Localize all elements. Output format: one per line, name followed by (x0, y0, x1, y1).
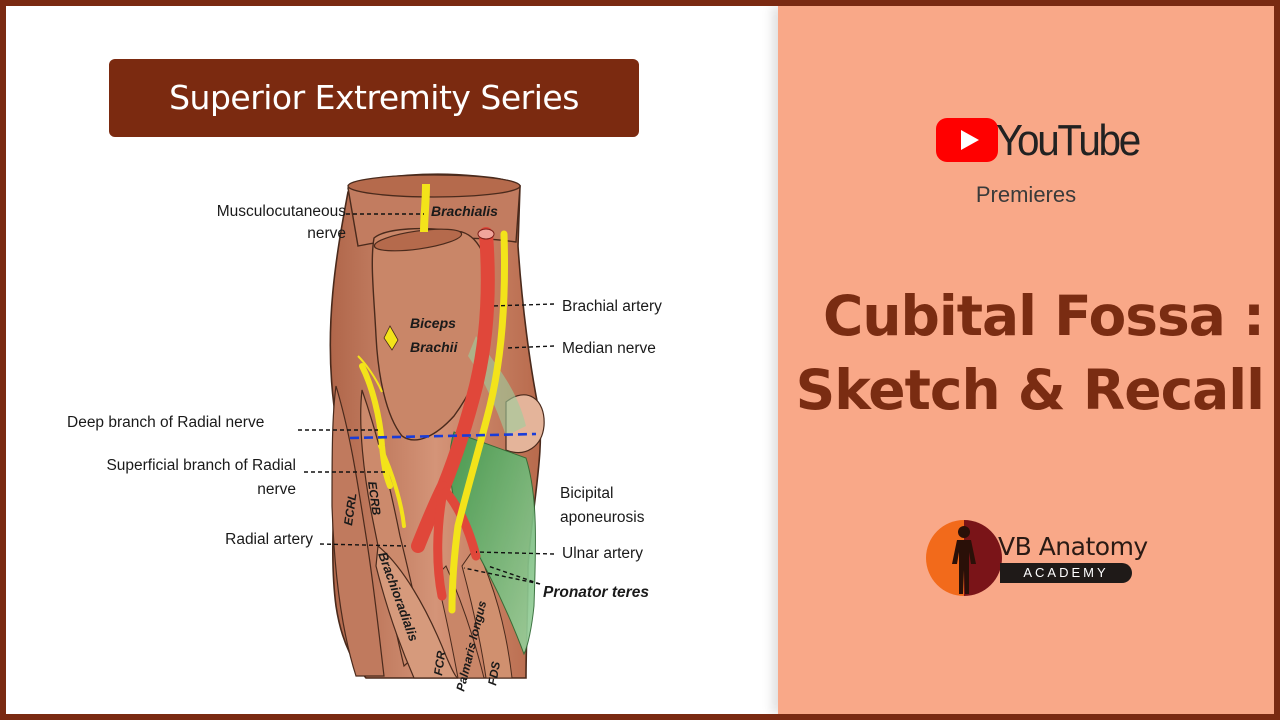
nerve-paths (357, 183, 508, 614)
label-aponeurosis: aponeurosis (560, 509, 645, 526)
label-bicipital: Bicipital (560, 485, 613, 502)
label-brachial-artery: Brachial artery (562, 298, 662, 315)
intercondylar-line (349, 432, 537, 440)
label-superficial-branch-radial: Superficial branch of Radial (106, 457, 296, 474)
label-pronator-teres: Pronator teres (543, 584, 649, 601)
video-title-line2: Sketch & Recall (795, 358, 1265, 422)
label-ulnar-artery: Ulnar artery (562, 545, 643, 562)
inner-label-brachialis: Brachialis (431, 203, 498, 219)
series-banner: Superior Extremity Series (109, 59, 639, 137)
inner-label-ecrb: ECRB (365, 480, 384, 516)
inner-label-fcr: FCR (431, 650, 448, 677)
label-superficial-branch-nerve: nerve (257, 481, 296, 498)
video-title-line1: Cubital Fossa : (822, 284, 1265, 348)
youtube-play-icon (936, 118, 998, 162)
thumbnail-frame: Superior Extremity Series (6, 6, 1274, 714)
premieres-label: Premieres (975, 182, 1077, 207)
brand-name: VB Anatomy (998, 532, 1148, 561)
inner-label-brachii: Brachii (410, 339, 459, 355)
label-musculocutaneous: Musculocutaneous (217, 203, 346, 220)
vb-anatomy-logo-icon (926, 520, 1002, 596)
promo-panel: YouTube Premieres Cubital Fossa : Sketch… (778, 6, 1274, 714)
inner-label-ecrl: ECRL (341, 492, 359, 526)
inner-label-fds: FDS (485, 660, 503, 686)
leader-lines (298, 213, 555, 585)
label-radial-artery: Radial artery (225, 531, 313, 548)
diagram-panel: Superior Extremity Series (6, 6, 778, 714)
label-median-nerve: Median nerve (562, 340, 656, 357)
label-musculocutaneous-nerve: nerve (307, 225, 346, 242)
cubital-fossa-diagram: Musculocutaneous nerve Brachial artery M… (67, 173, 662, 693)
youtube-wordmark: YouTube (996, 116, 1141, 165)
inner-label-biceps: Biceps (410, 315, 456, 331)
brand-tagline: ACADEMY (1000, 563, 1132, 583)
label-deep-branch-radial: Deep branch of Radial nerve (67, 414, 264, 431)
